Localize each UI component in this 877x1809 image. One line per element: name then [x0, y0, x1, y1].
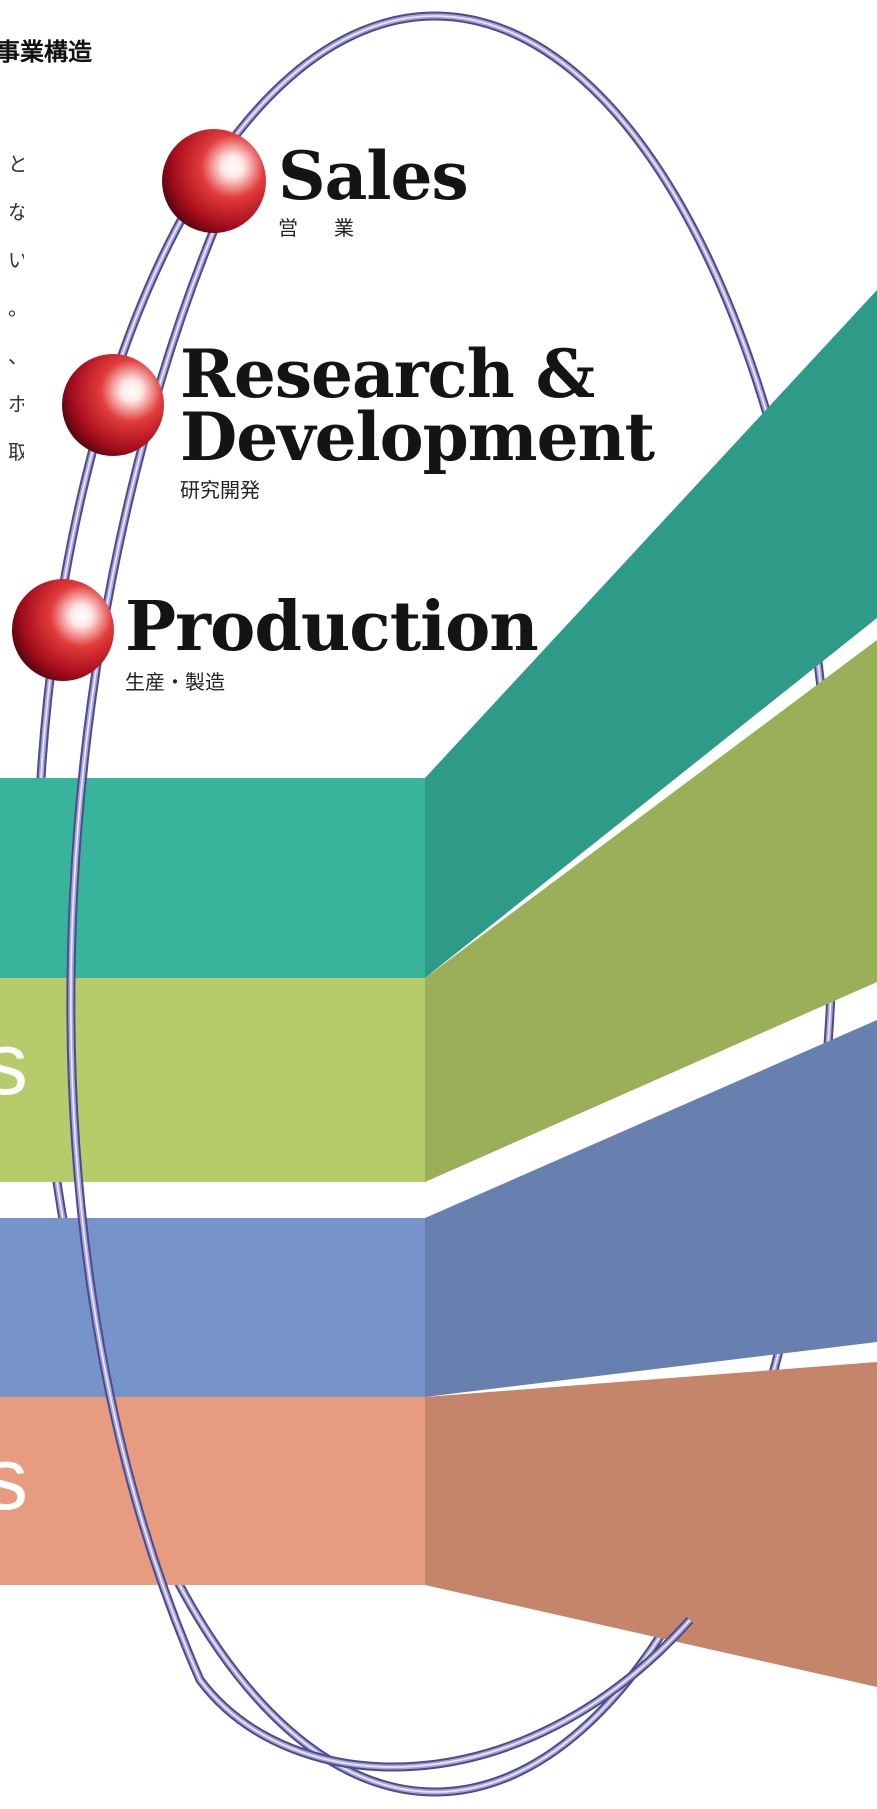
page-subtitle-jp: 事業構造: [0, 38, 92, 66]
body-glyph: い: [8, 248, 24, 272]
band-2-glyph: s: [0, 1014, 28, 1113]
node-production-label: Production: [125, 587, 539, 667]
node-rd-label-line2: Development: [180, 397, 655, 476]
band-1-side: [425, 290, 877, 978]
page-title-partial: ucture: [0, 0, 161, 8]
node-sales-label: Sales: [278, 137, 469, 215]
body-glyph: 、: [2, 340, 24, 388]
node-sales-sub: 営 業: [278, 215, 362, 240]
node-rd-sub: 研究開発: [180, 478, 260, 503]
business-bands: [0, 290, 877, 1687]
body-glyph: 。: [2, 292, 24, 340]
band-3-front: [0, 1218, 425, 1397]
band-2-side: [425, 640, 877, 1182]
node-production: Production 生産・製造: [125, 587, 539, 695]
body-glyph: 取: [8, 440, 24, 464]
node-research-development: Research & Development 研究開発: [180, 335, 655, 503]
band-4-front: [0, 1397, 425, 1585]
body-glyph: と: [8, 152, 24, 176]
band-2-front: [0, 978, 425, 1182]
body-glyph: ホ: [8, 392, 24, 416]
band-3-side: [425, 1020, 877, 1397]
clipped-body-text: と な い 。 、 ホ 取: [2, 148, 24, 484]
band-4-glyph: s: [0, 1429, 28, 1528]
sphere-sales: [162, 129, 266, 233]
node-rd-label-line1: Research &: [180, 335, 595, 413]
ring-front: [66, 168, 694, 1772]
body-glyph: な: [8, 200, 24, 224]
sphere-research-development: [62, 354, 164, 456]
band-1-front: [0, 778, 425, 978]
sphere-production: [12, 579, 114, 681]
node-production-sub: 生産・製造: [125, 669, 225, 694]
band-4-side: [425, 1362, 877, 1687]
node-sales: Sales 営 業: [278, 137, 469, 241]
